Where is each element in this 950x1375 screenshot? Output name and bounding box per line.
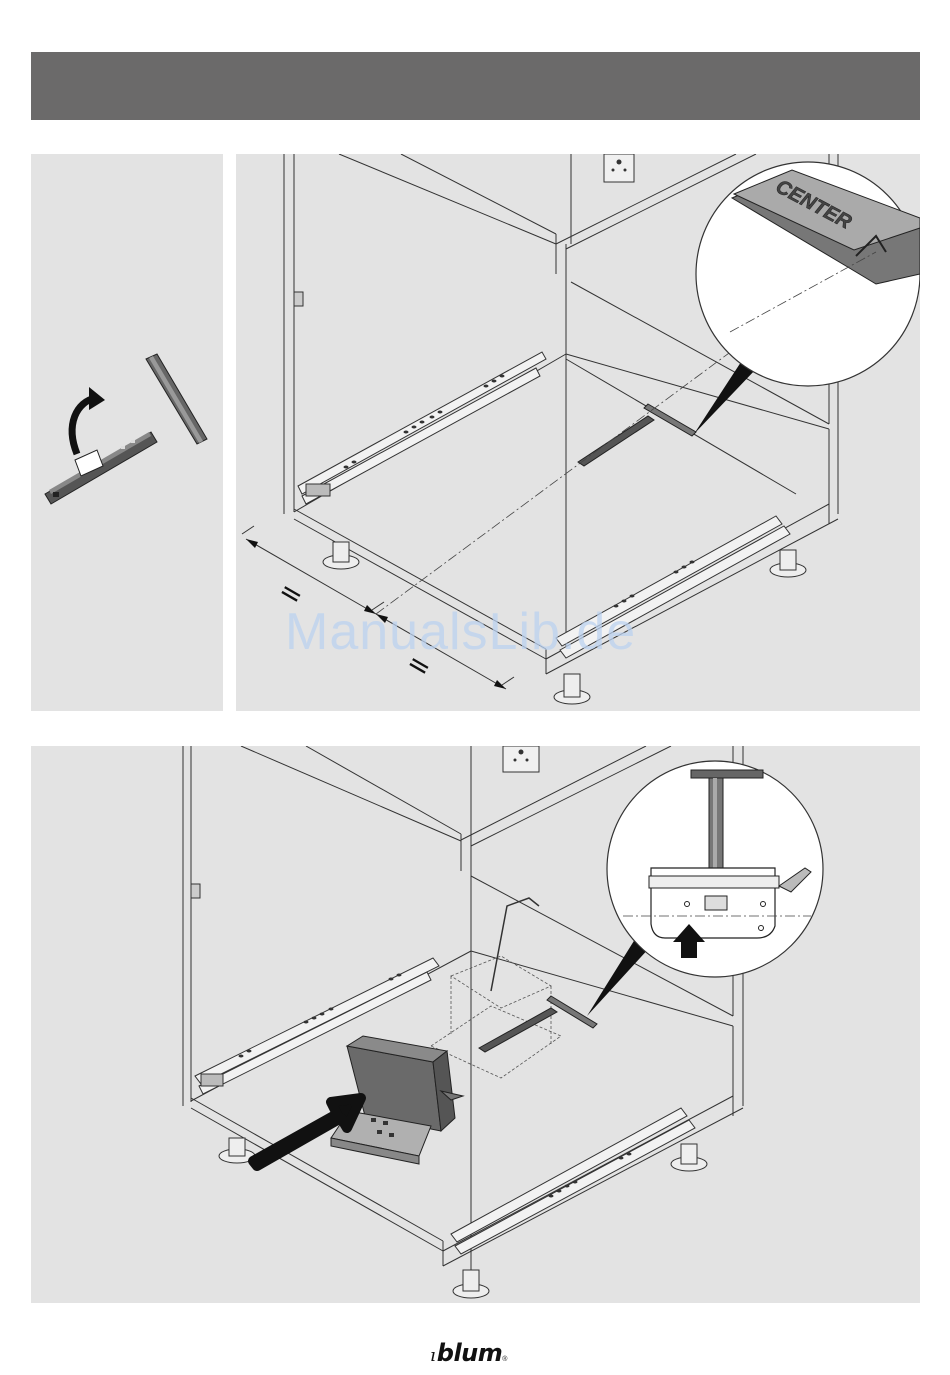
mounting-step-panel	[31, 746, 920, 1303]
brand-logo-text: blum	[437, 1339, 503, 1367]
brand-logo: ı blum ®	[430, 1339, 507, 1375]
cabinet-mounting-illustration	[31, 746, 920, 1303]
template-fold-illustration	[31, 154, 223, 711]
brand-logo-glyph-icon: ı	[430, 1345, 436, 1366]
watermark-text: ManualsLib.de	[285, 602, 685, 662]
template-fold-step-panel	[31, 154, 223, 711]
section-header-bar	[31, 52, 920, 120]
registered-mark: ®	[502, 1356, 507, 1363]
